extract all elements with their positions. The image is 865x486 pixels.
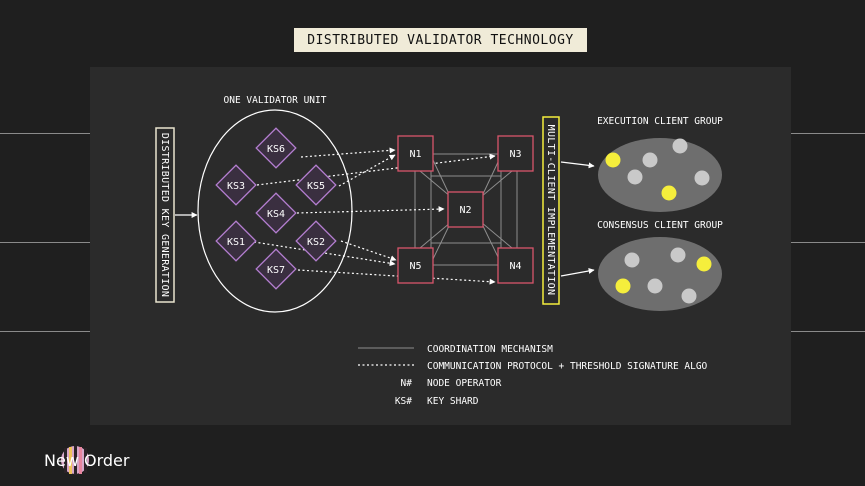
- execution-client-group: [598, 138, 722, 212]
- client-dot: [605, 152, 621, 168]
- key-shard: KS5: [295, 164, 337, 206]
- svg-text:KS6: KS6: [267, 144, 285, 155]
- key-shard: KS6: [255, 127, 297, 169]
- svg-text:KS4: KS4: [267, 209, 285, 220]
- dkg-label: DISTRIBUTED KEY GENERATION: [159, 133, 170, 297]
- execution-group-label: EXECUTION CLIENT GROUP: [597, 116, 723, 127]
- background-line: [0, 133, 90, 134]
- consensus-group-label: CONSENSUS CLIENT GROUP: [597, 220, 723, 231]
- client-dot: [661, 185, 677, 201]
- client-dot: [672, 138, 688, 154]
- legend-shard-desc: KEY SHARD: [427, 396, 479, 407]
- background-line: [0, 331, 90, 332]
- svg-text:KS5: KS5: [307, 181, 325, 192]
- svg-text:KS2: KS2: [307, 237, 325, 248]
- svg-text:N3: N3: [509, 149, 521, 160]
- node-operator: N5: [397, 247, 434, 284]
- background-line: [791, 331, 865, 332]
- client-dot: [627, 169, 643, 185]
- client-dot: [670, 247, 686, 263]
- multi-client-box: MULTI-CLIENT IMPLEMENTATION: [542, 116, 560, 305]
- client-dot: [694, 170, 710, 186]
- legend-communication: COMMUNICATION PROTOCOL + THRESHOLD SIGNA…: [427, 361, 708, 372]
- background-line: [791, 133, 865, 134]
- client-dot: [624, 252, 640, 268]
- svg-text:N1: N1: [409, 149, 421, 160]
- legend-coordination: COORDINATION MECHANISM: [427, 344, 553, 355]
- new-order-logo-icon: [61, 446, 89, 475]
- key-shard: KS4: [255, 192, 297, 234]
- client-dot: [615, 278, 631, 294]
- multi-client-label: MULTI-CLIENT IMPLEMENTATION: [545, 125, 556, 296]
- key-shard: KS1: [215, 220, 257, 262]
- svg-text:KS1: KS1: [227, 237, 245, 248]
- key-shard: KS2: [295, 220, 337, 262]
- execution-arrow: [560, 161, 595, 169]
- legend: COORDINATION MECHANISM COMMUNICATION PRO…: [358, 344, 708, 407]
- dkg-box: DISTRIBUTED KEY GENERATION: [155, 127, 175, 303]
- client-dot: [647, 278, 663, 294]
- svg-text:N5: N5: [409, 261, 421, 272]
- svg-text:KS7: KS7: [267, 265, 285, 276]
- svg-text:N4: N4: [509, 261, 521, 272]
- node-operator: N3: [497, 135, 534, 172]
- client-dot: [642, 152, 658, 168]
- svg-text:N2: N2: [459, 205, 471, 216]
- key-shard: KS3: [215, 164, 257, 206]
- shard-arrows: [253, 147, 496, 285]
- legend-node-key: N#: [401, 378, 413, 389]
- brand-name: New Order: [44, 451, 130, 470]
- node-operator: N4: [497, 247, 534, 284]
- key-shard: KS7: [255, 248, 297, 290]
- background-line: [791, 242, 865, 243]
- consensus-arrow: [560, 268, 595, 277]
- client-dot: [681, 288, 697, 304]
- node-operator: N2: [447, 191, 484, 228]
- legend-shard-key: KS#: [395, 396, 412, 407]
- svg-text:KS3: KS3: [227, 181, 245, 192]
- validator-unit-label: ONE VALIDATOR UNIT: [224, 95, 327, 106]
- legend-node-desc: NODE OPERATOR: [427, 378, 502, 389]
- background-line: [0, 242, 90, 243]
- slide-title: DISTRIBUTED VALIDATOR TECHNOLOGY: [294, 28, 587, 52]
- consensus-client-group: [598, 237, 722, 311]
- node-operator: N1: [397, 135, 434, 172]
- client-dot: [696, 256, 712, 272]
